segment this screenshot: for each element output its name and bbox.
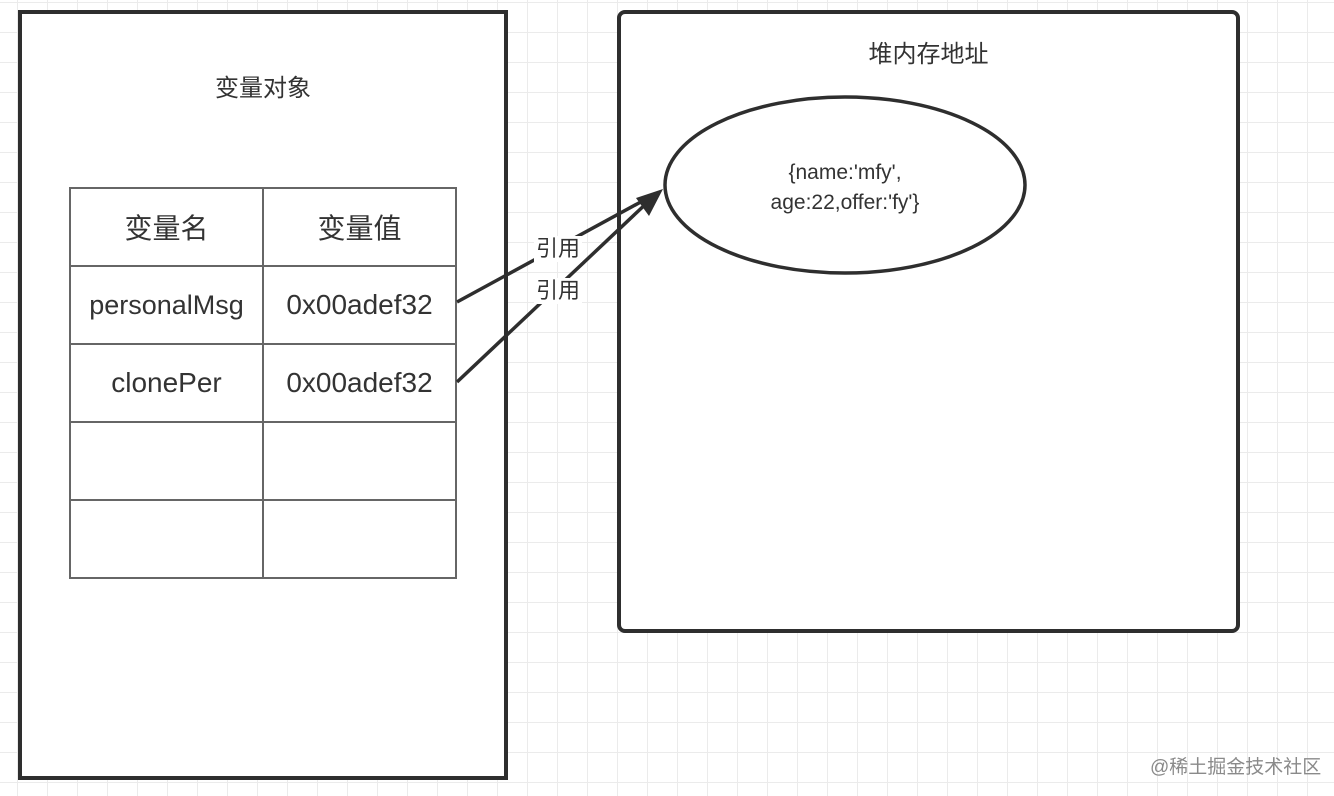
table-row: personalMsg 0x00adef32 xyxy=(69,265,457,345)
header-variable-name: 变量名 xyxy=(69,187,264,267)
cell-var-name xyxy=(69,421,264,501)
heap-object-line: age:22,offer:'fy'} xyxy=(770,191,920,214)
heap-object-ellipse xyxy=(663,95,1027,275)
table-row: clonePer 0x00adef32 xyxy=(69,343,457,423)
cell-var-value: 0x00adef32 xyxy=(262,265,457,345)
reference-label: 引用 xyxy=(534,236,583,262)
cell-var-value: 0x00adef32 xyxy=(262,343,457,423)
heap-object-text: {name:'mfy', age:22,offer:'fy'} xyxy=(664,158,1026,218)
variable-object-title: 变量对象 xyxy=(215,75,311,102)
table-row xyxy=(69,421,457,501)
header-variable-value: 变量值 xyxy=(262,187,457,267)
cell-var-name xyxy=(69,499,264,579)
variable-table: 变量名 变量值 personalMsg 0x00adef32 clonePer … xyxy=(69,187,457,579)
table-header-row: 变量名 变量值 xyxy=(69,187,457,267)
heap-object-line: {name:'mfy', xyxy=(788,161,902,184)
watermark: @稀土掘金技术社区 xyxy=(1150,757,1322,778)
heap-memory-title: 堆内存地址 xyxy=(868,41,989,68)
cell-var-value xyxy=(262,499,457,579)
arrowhead-icon xyxy=(636,189,663,216)
cell-var-value xyxy=(262,421,457,501)
table-row xyxy=(69,499,457,579)
cell-var-name: personalMsg xyxy=(69,265,264,345)
cell-var-name: clonePer xyxy=(69,343,264,423)
reference-label: 引用 xyxy=(534,278,583,304)
